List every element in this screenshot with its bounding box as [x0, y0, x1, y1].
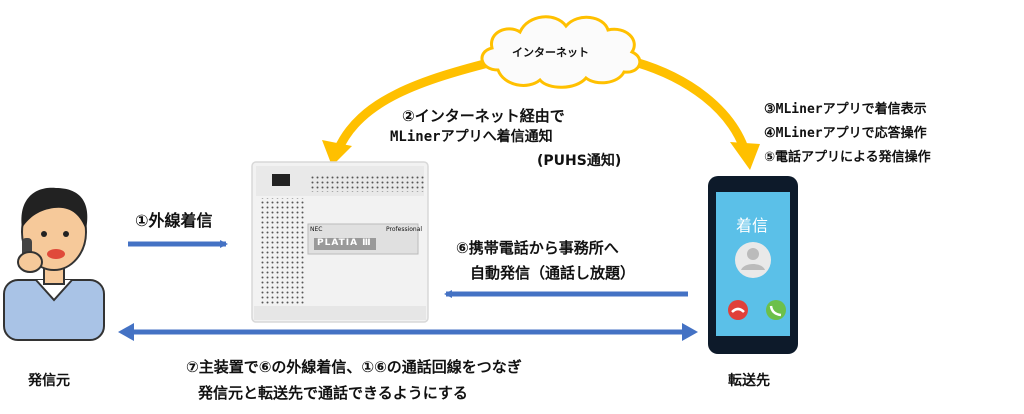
accept-call-icon — [766, 300, 786, 320]
yellow-arrow-to-phone — [630, 57, 760, 170]
device-badge: PLATIA Ⅲ — [317, 238, 372, 248]
yellow-arrow-to-unit — [322, 55, 505, 166]
label-step2-line2: MLinerアプリへ着信通知 — [390, 129, 553, 145]
smartphone — [708, 176, 798, 354]
internet-cloud — [480, 15, 642, 89]
caller-person-icon — [3, 187, 105, 341]
decline-call-icon — [728, 300, 748, 320]
label-step4: ④MLinerアプリで応答操作 — [764, 126, 927, 141]
label-step2-line3: (PUHS通知) — [537, 153, 622, 169]
destination-label: 転送先 — [728, 373, 770, 389]
label-step5: ⑤電話アプリによる発信操作 — [764, 150, 931, 165]
device-maker: NEC — [310, 226, 323, 233]
device-model-tag: Professional — [386, 226, 423, 233]
label-step3: ③MLinerアプリで着信表示 — [764, 102, 927, 117]
caller-label: 発信元 — [28, 373, 70, 389]
label-step6-line1: ⑥携帯電話から事務所へ — [456, 239, 619, 257]
label-step6-line2: 自動発信（通話し放題） — [470, 264, 636, 282]
main-unit — [251, 161, 429, 323]
label-step2-line1: ②インターネット経由で — [402, 107, 565, 125]
cloud-label: インターネット — [512, 46, 589, 59]
label-step7-line1: ⑦主装置で⑥の外線着信、①⑥の通話回線をつなぎ — [186, 358, 522, 376]
phone-screen-title: 着信 — [736, 216, 769, 235]
label-step1: ①外線着信 — [135, 211, 213, 230]
label-step7-line2: 発信元と転送先で通話できるようにする — [198, 384, 468, 402]
arrow-connect-lines — [118, 323, 698, 341]
